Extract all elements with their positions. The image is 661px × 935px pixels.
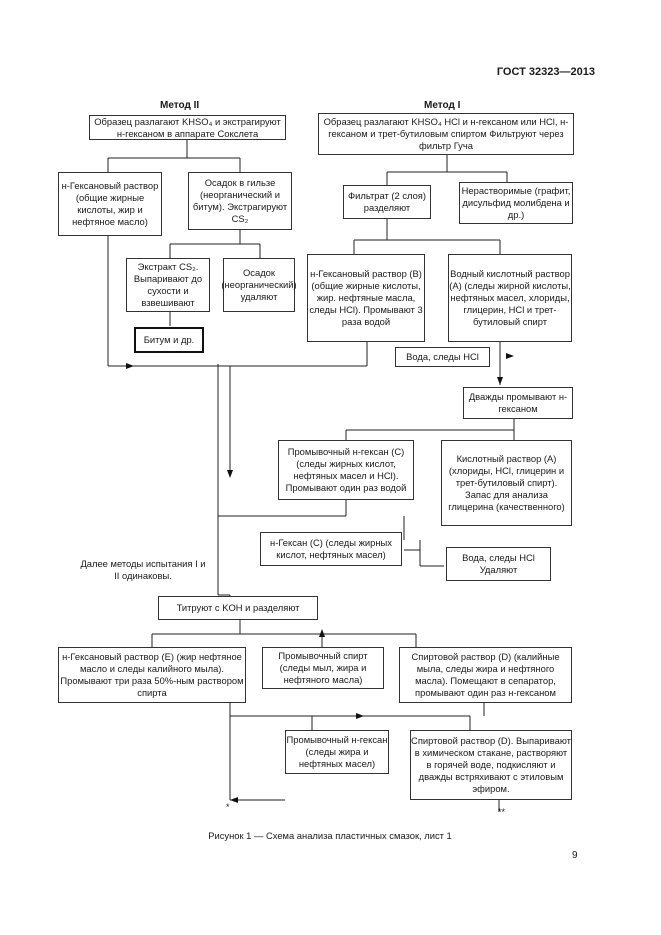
hexane-e-text: н-Гексановый раствор (E) (жир нефтяное м… [60,651,244,698]
water-hcl-box-2: Вода, следы HCl Удаляют [446,547,551,581]
alcohol-d2-text: Спиртовой раствор (D). Выпаривают в хими… [411,735,571,794]
method-2-decompose-box: Образец разлагают KHSO₄ и экстрагируют н… [89,115,286,140]
acid-solution-a-text: Кислотный раствор (A) (хлориды, HCl, гли… [448,453,565,512]
wash-twice-text: Дважды промывают н-гексаном [468,391,568,414]
hexane-b-text: н-Гексановый раствор (B) (общие жирные к… [309,268,423,327]
method-1-heading: Метод I [424,100,461,111]
method-1-decompose-box: Образец разлагают KHSO₄ HCl и н-гексаном… [318,113,574,155]
hexane-e-box: н-Гексановый раствор (E) (жир нефтяное м… [58,647,246,703]
insoluble-box: Нерастворимые (графит, дисульфид молибде… [459,182,573,224]
washing-hexane-c-text: Промывочный н-гексан (C) (следы жирных к… [285,446,407,493]
method-1-decompose-text: Образец разлагают KHSO₄ HCl и н-гексаном… [323,116,569,151]
sediment-sleeve-text: Осадок в гильзе (неорганический и битум)… [192,177,288,224]
sediment-inorganic-box: Осадок (неорганический) удаляют [221,258,297,312]
alcohol-d2-box: Спиртовой раствор (D). Выпаривают в хими… [410,730,572,800]
bitumen-text: Битум и др. [143,334,195,345]
method-2-heading: Метод II [160,100,200,111]
washing-alcohol-text: Промывочный спирт (следы мыл, жира и неф… [278,650,368,685]
titrate-text: Титруют с KOH и разделяют [176,602,300,613]
hexane-c-text: н-Гексан (C) (следы жирных кислот, нефтя… [270,537,392,560]
footnote-mark-star: * [226,802,230,812]
aqueous-acid-a-box: Водный кислотный раствор (A) (следы жирн… [448,254,572,342]
extract-cs2-text: Экстракт CS₂. Выпаривают до сухости и вз… [133,261,203,308]
figure-caption: Рисунок 1 — Схема анализа пластичных сма… [208,830,452,841]
bitumen-box: Битум и др. [134,327,204,353]
insoluble-text: Нерастворимые (графит, дисульфид молибде… [461,185,571,220]
water-hcl-text-2: Вода, следы HCl Удаляют [462,552,535,575]
water-hcl-text-1: Вода, следы HCl [406,351,479,362]
sediment-inorganic-text: Осадок (неорганический) удаляют [221,267,297,302]
footnote-mark-double-star: ** [498,807,506,817]
method-2-decompose-text: Образец разлагают KHSO₄ и экстрагируют н… [94,115,281,139]
extract-cs2-box: Экстракт CS₂. Выпаривают до сухости и вз… [126,258,210,312]
page-number: 9 [572,850,578,861]
titrate-box: Титруют с KOH и разделяют [158,596,318,620]
washing-hexane-2-text: Промывочный н-гексан (следы жира и нефтя… [286,734,388,769]
washing-hexane-c-box: Промывочный н-гексан (C) (следы жирных к… [278,440,414,500]
acid-solution-a-box: Кислотный раствор (A) (хлориды, HCl, гли… [441,440,572,526]
hexane-c-box: н-Гексан (C) (следы жирных кислот, нефтя… [260,532,402,566]
hexane-solution-left-text: н-Гексановый раствор (общие жирные кисло… [61,180,159,227]
alcohol-d-text: Спиртовой раствор (D) (калийные мыла, сл… [411,651,560,698]
water-hcl-box-1: Вода, следы HCl [395,347,490,367]
methods-same-note: Далее методы испытания I и II одинаковы. [80,558,206,581]
alcohol-d-box: Спиртовой раствор (D) (калийные мыла, сл… [399,647,572,703]
hexane-solution-left-box: н-Гексановый раствор (общие жирные кисло… [58,172,162,236]
wash-twice-box: Дважды промывают н-гексаном [463,387,573,419]
filtrate-box: Фильтрат (2 слоя) разделяют [343,185,431,219]
washing-alcohol-box: Промывочный спирт (следы мыл, жира и неф… [262,647,384,689]
filtrate-text: Фильтрат (2 слоя) разделяют [347,190,426,213]
standard-number: ГОСТ 32323—2013 [496,66,595,78]
hexane-b-box: н-Гексановый раствор (B) (общие жирные к… [307,254,425,342]
sediment-sleeve-box: Осадок в гильзе (неорганический и битум)… [188,172,292,230]
aqueous-acid-a-text: Водный кислотный раствор (A) (следы жирн… [449,268,571,327]
washing-hexane-2-box: Промывочный н-гексан (следы жира и нефтя… [285,730,389,774]
